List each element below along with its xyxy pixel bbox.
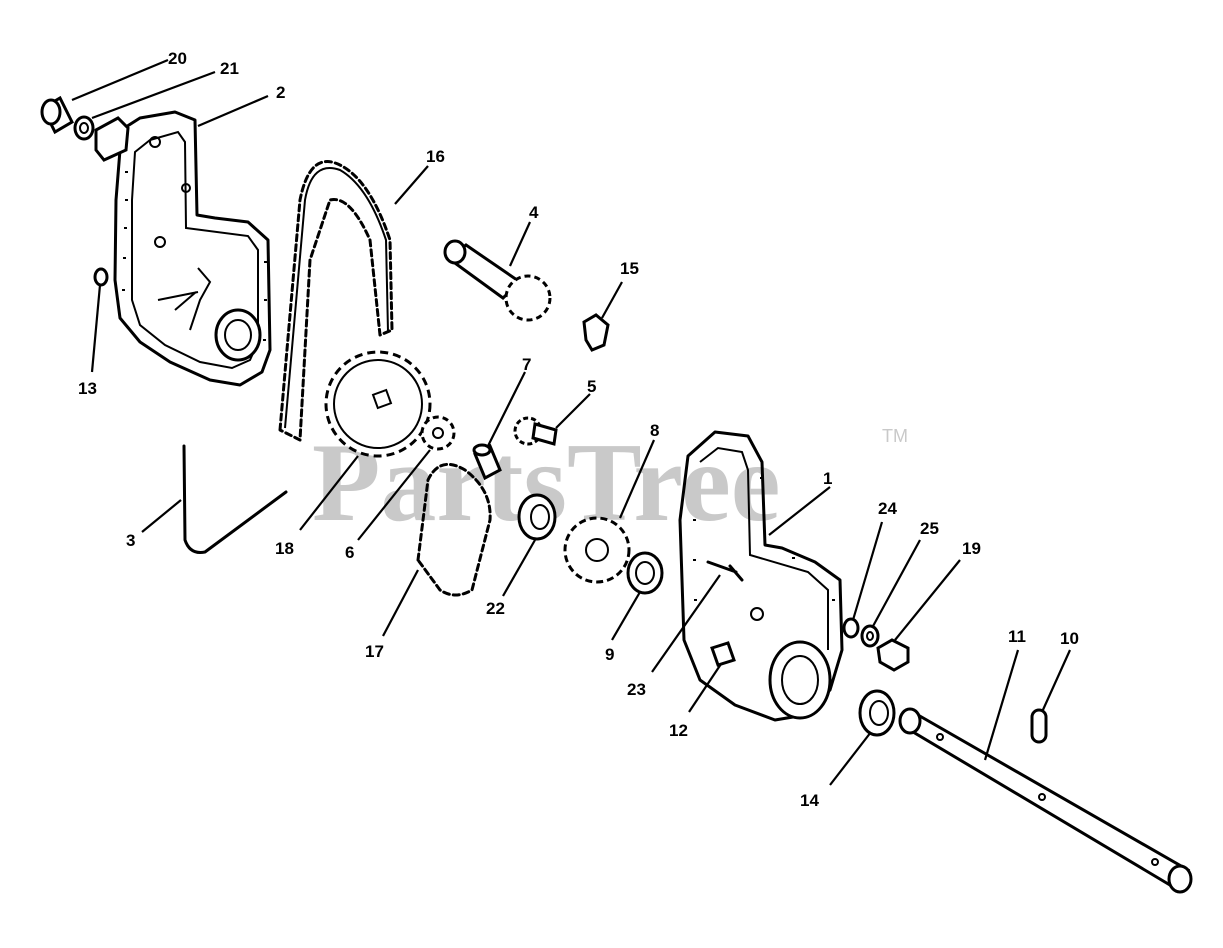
seal-part-14 (858, 689, 896, 737)
long-chain-part (278, 160, 394, 442)
callout-7: 7 (522, 355, 531, 374)
callout-5: 5 (587, 377, 596, 396)
callout-11: 11 (1008, 627, 1026, 646)
callout-9: 9 (605, 645, 614, 664)
axle-shaft-part (898, 707, 1193, 894)
lock-washer-part-25 (860, 624, 880, 648)
callout-23: 23 (627, 680, 646, 699)
rod-part (182, 444, 288, 554)
callout-20: 20 (168, 49, 187, 68)
bearing-part-22 (517, 493, 557, 541)
callout-21: 21 (220, 59, 239, 78)
callout-16: 16 (426, 147, 445, 166)
callout-12: 12 (669, 721, 688, 740)
large-sprocket-part (324, 350, 432, 458)
short-chain-part (416, 462, 492, 597)
callout-24: 24 (878, 499, 897, 518)
hub-stub-part (94, 116, 130, 162)
pin-part-10 (1030, 708, 1048, 744)
callout-15: 15 (620, 259, 639, 278)
callout-8: 8 (650, 421, 659, 440)
callout-19: 19 (962, 539, 981, 558)
clip-part (582, 313, 610, 352)
bolt-part-19 (876, 638, 910, 672)
left-housing-part (113, 110, 272, 387)
sprocket-shaft-part (443, 239, 552, 322)
callout-1: 1 (823, 469, 832, 488)
fitting-part-23 (706, 560, 744, 582)
callout-2: 2 (276, 83, 285, 102)
stud-part-12 (710, 641, 736, 667)
pin-part-7 (472, 443, 502, 481)
gear-part-8 (563, 516, 631, 584)
callout-4: 4 (529, 203, 539, 222)
leader-lines (71, 58, 1072, 786)
washer-part-9 (626, 551, 664, 595)
callout-10: 10 (1060, 629, 1079, 648)
gear-shaft-part (513, 416, 558, 446)
callout-14: 14 (800, 791, 819, 810)
callout-18: 18 (275, 539, 294, 558)
washer-part-13 (93, 267, 109, 287)
washer-part-21 (73, 115, 95, 141)
washer-part-24 (842, 617, 860, 639)
callout-13: 13 (78, 379, 97, 398)
callout-17: 17 (365, 642, 384, 661)
callout-6: 6 (345, 543, 354, 562)
bushing-part (40, 95, 74, 135)
callout-labels: 20 21 2 13 3 16 4 15 7 5 18 6 8 22 17 9 … (78, 49, 1079, 810)
right-housing-part (678, 430, 844, 722)
callout-22: 22 (486, 599, 505, 618)
watermark-trademark: TM (882, 426, 908, 446)
callout-3: 3 (126, 531, 135, 550)
small-sprocket-part (420, 415, 456, 451)
callout-25: 25 (920, 519, 939, 538)
